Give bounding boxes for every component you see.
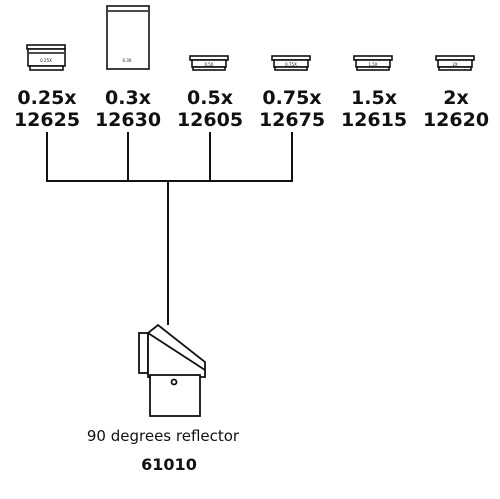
lens-0.75x-magnification: 0.75x [262,87,321,109]
lens-1.5x-icon [353,55,393,71]
lens-0.3x-part-number: 12630 [95,109,161,131]
lens-1.5x-magnification: 1.5x [351,87,397,109]
lens-0.75x: 0.75X 0.75x 12675 [259,55,325,131]
lens-0.75x-part-number: 12675 [259,109,325,131]
lens-0.25x: 0.25X 0.25x 12625 [14,44,80,131]
lens-0.5x-part-number: 12605 [177,109,243,131]
lens-0.75x-engraving: 0.75X [285,62,297,67]
lens-0.5x-icon [189,55,229,71]
lens-2x-icon [435,55,475,71]
lens-0.25x-magnification: 0.25x [17,87,76,109]
lens-0.25x-engraving: 0.25X [40,58,52,63]
reflector-90-degrees-icon [138,323,206,417]
lens-0.75x-icon [271,55,311,71]
connector-lines [46,132,293,325]
lens-0.5x-magnification: 0.5x [187,87,233,109]
lens-0.3x-engraving: 0.3X [122,58,131,63]
lens-0.25x-icon [26,44,66,71]
lens-0.3x: 0.3X 0.3x 12630 [95,5,161,131]
lens-2x-magnification: 2x [443,87,468,109]
lens-2x-engraving: 2X [452,62,458,67]
lens-1.5x-engraving: 1.5X [368,62,377,67]
lens-0.3x-icon [106,5,150,70]
lens-1.5x: 1.5X 1.5x 12615 [341,55,407,131]
lens-2x: 2X 2x 12620 [423,55,489,131]
lens-0.25x-part-number: 12625 [14,109,80,131]
reflector-caption: 90 degrees reflector [87,427,240,445]
reflector-part-number: 61010 [141,455,197,474]
lens-1.5x-part-number: 12615 [341,109,407,131]
lens-0.5x-engraving: 0.5X [204,62,213,67]
lens-2x-part-number: 12620 [423,109,489,131]
lens-0.3x-magnification: 0.3x [105,87,151,109]
lens-0.5x: 0.5X 0.5x 12605 [177,55,243,131]
